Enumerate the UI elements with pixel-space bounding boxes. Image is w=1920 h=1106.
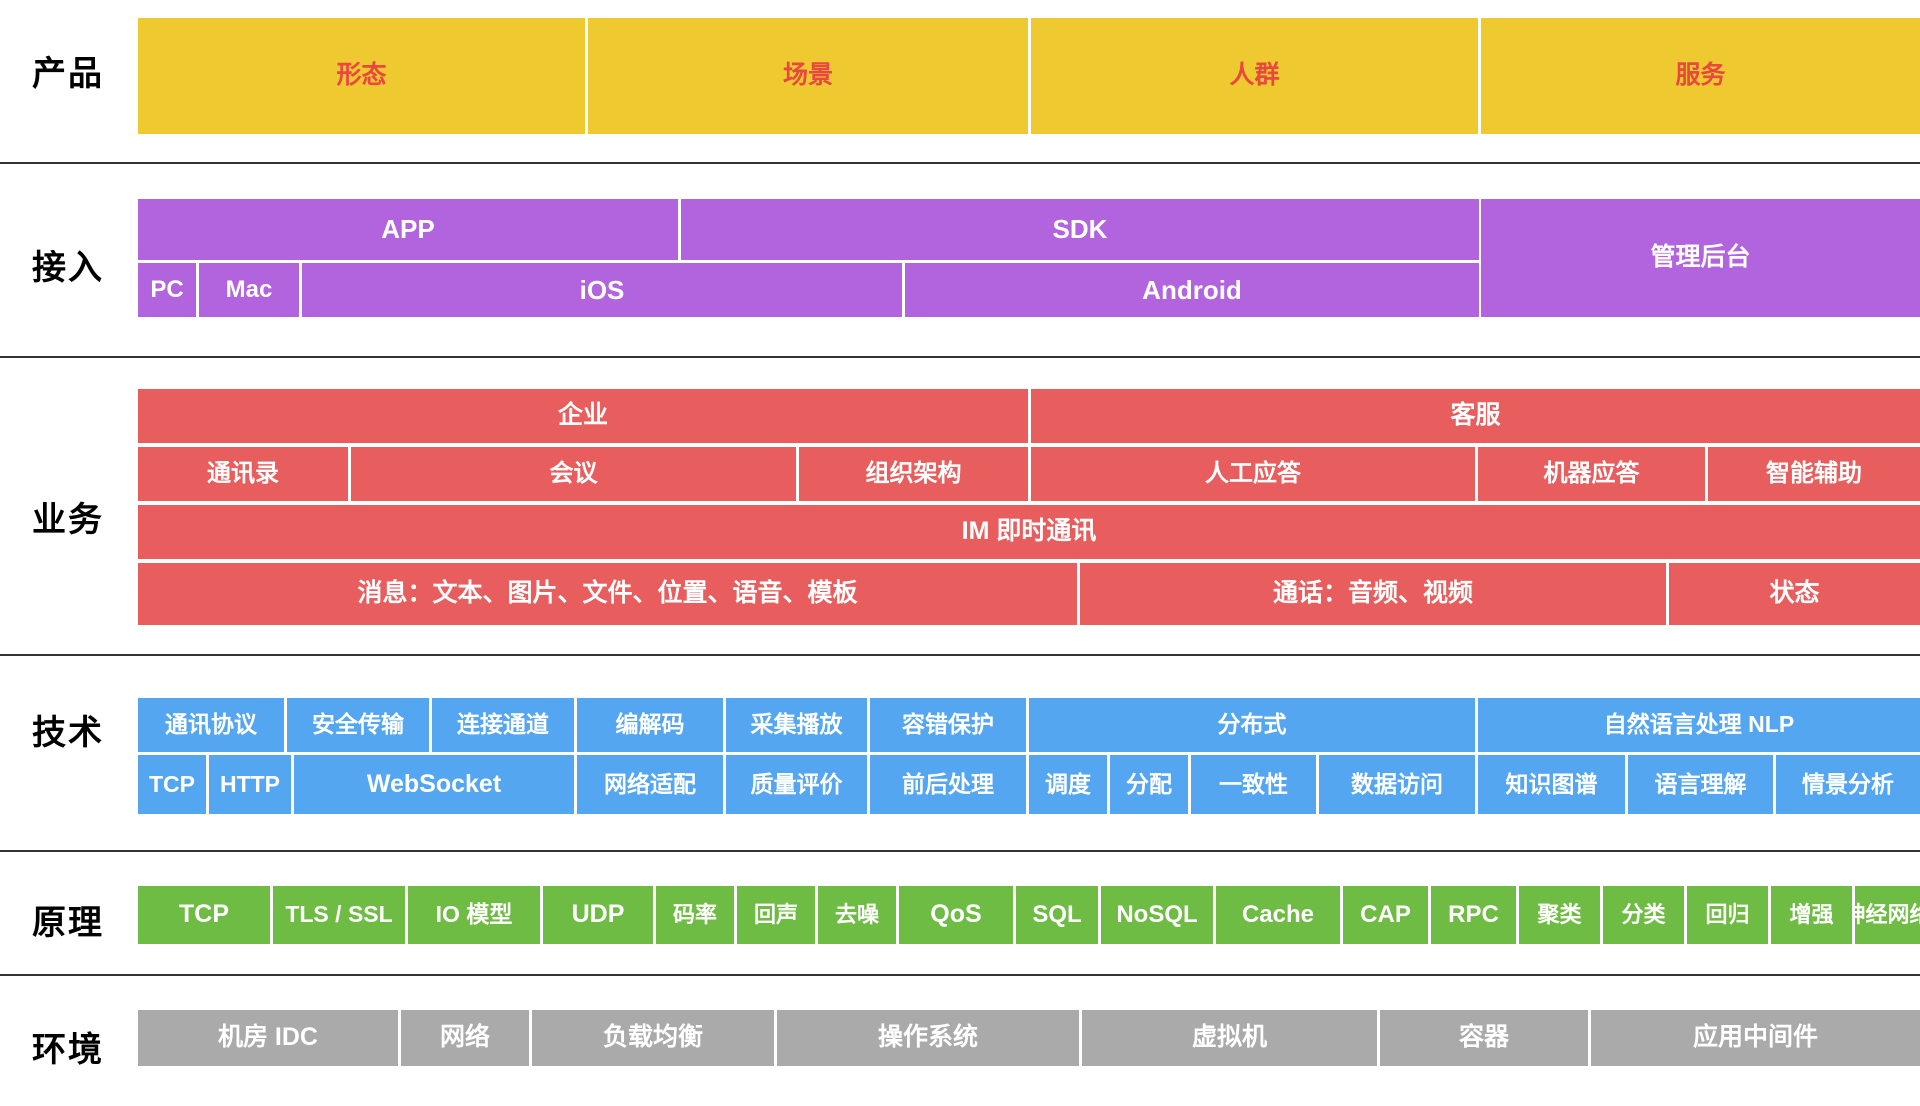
technology-cell-context-analysis[interactable]: 情景分析: [1776, 755, 1920, 814]
access-cell-admin-console[interactable]: 管理后台: [1481, 199, 1920, 317]
principle-cell-clustering[interactable]: 聚类: [1519, 886, 1600, 944]
separator-technology-principle: [0, 850, 1920, 852]
business-cell-human-response[interactable]: 人工应答: [1031, 447, 1475, 501]
environment-cell-idc[interactable]: 机房 IDC: [138, 1010, 398, 1066]
principle-cell-sql[interactable]: SQL: [1016, 886, 1098, 944]
business-cell-enterprise[interactable]: 企业: [138, 389, 1028, 443]
environment-cell-operating-system[interactable]: 操作系统: [777, 1010, 1079, 1066]
product-cell-xingtai[interactable]: 形态: [138, 18, 585, 134]
row-label-access: 接入: [32, 249, 104, 287]
access-cell-android[interactable]: Android: [905, 263, 1479, 317]
principle-cell-classification[interactable]: 分类: [1603, 886, 1684, 944]
principle-cell-cache[interactable]: Cache: [1216, 886, 1340, 944]
technology-cell-scheduling[interactable]: 调度: [1029, 755, 1107, 814]
technology-cell-capture-play[interactable]: 采集播放: [726, 698, 867, 752]
technology-cell-codec[interactable]: 编解码: [577, 698, 723, 752]
separator-business-technology: [0, 654, 1920, 656]
principle-cell-udp[interactable]: UDP: [543, 886, 653, 944]
technology-cell-websocket[interactable]: WebSocket: [294, 755, 574, 814]
technology-cell-network-adapt[interactable]: 网络适配: [577, 755, 723, 814]
technology-cell-connection-channel[interactable]: 连接通道: [432, 698, 574, 752]
environment-cell-virtual-machine[interactable]: 虚拟机: [1082, 1010, 1377, 1066]
access-cell-sdk[interactable]: SDK: [681, 199, 1479, 260]
principle-cell-denoise[interactable]: 去噪: [818, 886, 896, 944]
technology-cell-secure-transport[interactable]: 安全传输: [287, 698, 429, 752]
row-label-principle: 原理: [32, 904, 104, 942]
business-cell-messages[interactable]: 消息：文本、图片、文件、位置、语音、模板: [138, 563, 1077, 625]
business-cell-customer-service[interactable]: 客服: [1031, 389, 1920, 443]
technology-cell-consistency[interactable]: 一致性: [1191, 755, 1316, 814]
row-label-product: 产品: [32, 55, 104, 93]
technology-cell-http[interactable]: HTTP: [209, 755, 291, 814]
principle-cell-reinforcement[interactable]: 增强: [1771, 886, 1852, 944]
technology-cell-fault-tolerance[interactable]: 容错保护: [870, 698, 1026, 752]
technology-cell-tcp[interactable]: TCP: [138, 755, 206, 814]
principle-cell-tls-ssl[interactable]: TLS / SSL: [273, 886, 405, 944]
business-cell-calls[interactable]: 通话：音频、视频: [1080, 563, 1666, 625]
environment-cell-network[interactable]: 网络: [401, 1010, 529, 1066]
technology-cell-language-understanding[interactable]: 语言理解: [1628, 755, 1773, 814]
business-cell-contacts[interactable]: 通讯录: [138, 447, 348, 501]
business-cell-status[interactable]: 状态: [1669, 563, 1920, 625]
principle-cell-tcp[interactable]: TCP: [138, 886, 270, 944]
principle-cell-regression[interactable]: 回归: [1687, 886, 1768, 944]
separator-product-access: [0, 162, 1920, 164]
technology-cell-quality-eval[interactable]: 质量评价: [726, 755, 867, 814]
product-cell-fuwu[interactable]: 服务: [1481, 18, 1920, 134]
principle-cell-neural-network[interactable]: 神经网络: [1855, 886, 1920, 944]
access-cell-app[interactable]: APP: [138, 199, 678, 260]
separator-principle-environment: [0, 974, 1920, 976]
principle-cell-nosql[interactable]: NoSQL: [1101, 886, 1213, 944]
row-label-business: 业务: [32, 501, 104, 539]
principle-cell-qos[interactable]: QoS: [899, 886, 1013, 944]
environment-cell-container[interactable]: 容器: [1380, 1010, 1588, 1066]
access-cell-ios[interactable]: iOS: [302, 263, 902, 317]
separator-access-business: [0, 356, 1920, 358]
access-cell-mac[interactable]: Mac: [199, 263, 299, 317]
business-cell-im[interactable]: IM 即时通讯: [138, 505, 1920, 559]
row-label-technology: 技术: [32, 714, 104, 752]
product-cell-changjing[interactable]: 场景: [588, 18, 1028, 134]
principle-cell-rpc[interactable]: RPC: [1431, 886, 1516, 944]
technology-cell-allocation[interactable]: 分配: [1110, 755, 1188, 814]
technology-cell-distributed[interactable]: 分布式: [1029, 698, 1475, 752]
product-cell-renqun[interactable]: 人群: [1031, 18, 1478, 134]
technology-cell-knowledge-graph[interactable]: 知识图谱: [1478, 755, 1625, 814]
environment-cell-middleware[interactable]: 应用中间件: [1591, 1010, 1920, 1066]
principle-cell-io-model[interactable]: IO 模型: [408, 886, 540, 944]
principle-cell-bitrate[interactable]: 码率: [656, 886, 734, 944]
principle-cell-cap[interactable]: CAP: [1343, 886, 1428, 944]
environment-cell-load-balancing[interactable]: 负载均衡: [532, 1010, 774, 1066]
access-cell-pc[interactable]: PC: [138, 263, 196, 317]
business-cell-bot-response[interactable]: 机器应答: [1478, 447, 1705, 501]
technology-cell-data-access[interactable]: 数据访问: [1319, 755, 1475, 814]
business-cell-org-structure[interactable]: 组织架构: [799, 447, 1028, 501]
row-label-environment: 环境: [32, 1031, 104, 1069]
technology-cell-pre-post-process[interactable]: 前后处理: [870, 755, 1026, 814]
business-cell-smart-assist[interactable]: 智能辅助: [1708, 447, 1920, 501]
principle-cell-echo[interactable]: 回声: [737, 886, 815, 944]
technology-cell-nlp[interactable]: 自然语言处理 NLP: [1478, 698, 1920, 752]
business-cell-meeting[interactable]: 会议: [351, 447, 796, 501]
technology-cell-protocol[interactable]: 通讯协议: [138, 698, 284, 752]
